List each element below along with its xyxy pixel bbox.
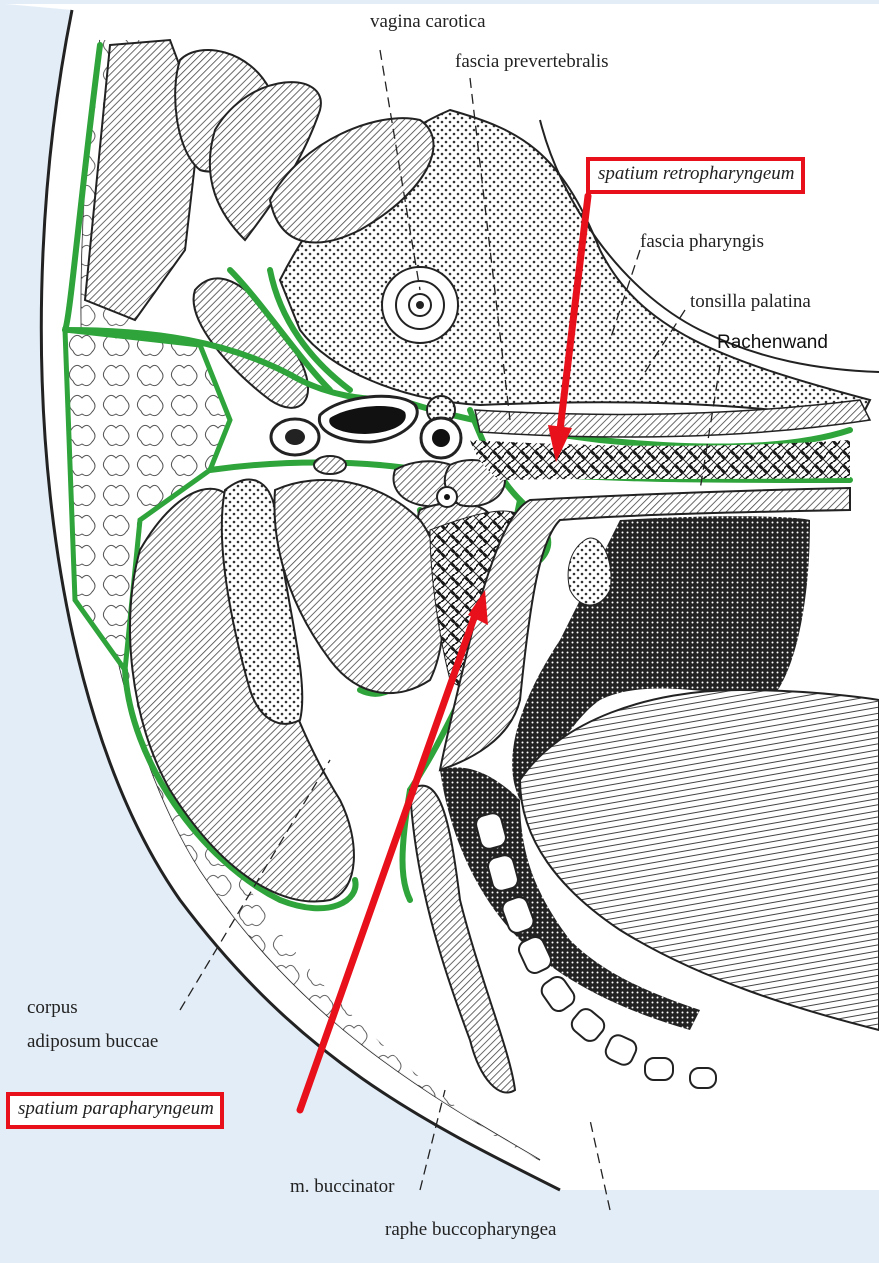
artery-mid-lumen [432, 429, 450, 447]
retropharyngeal-space [470, 440, 850, 480]
label-corpus: corpus [27, 998, 78, 1017]
label-m-buccinator: m. buccinator [290, 1177, 394, 1196]
label-spatium-parapharyngeum: spatium parapharyngeum [6, 1092, 224, 1129]
label-vagina-carotica: vagina carotica [370, 12, 486, 31]
label-fascia-prevertebralis: fascia prevertebralis [455, 52, 609, 71]
vessel-left-lumen [285, 429, 305, 445]
label-tonsilla-palatina: tonsilla palatina [690, 292, 811, 311]
label-adiposum-buccae: adiposum buccae [27, 1032, 158, 1051]
label-fascia-pharyngis: fascia pharyngis [640, 232, 764, 251]
label-spatium-retropharyngeum: spatium retropharyngeum [586, 157, 805, 194]
styloid-vessel-lumen [444, 494, 450, 500]
label-rachenwand: Rachenwand [717, 333, 828, 352]
carotid-lumen [416, 301, 424, 309]
small-muscle [314, 456, 346, 474]
label-raphe-buccopharyngea: raphe buccopharyngea [385, 1220, 556, 1239]
